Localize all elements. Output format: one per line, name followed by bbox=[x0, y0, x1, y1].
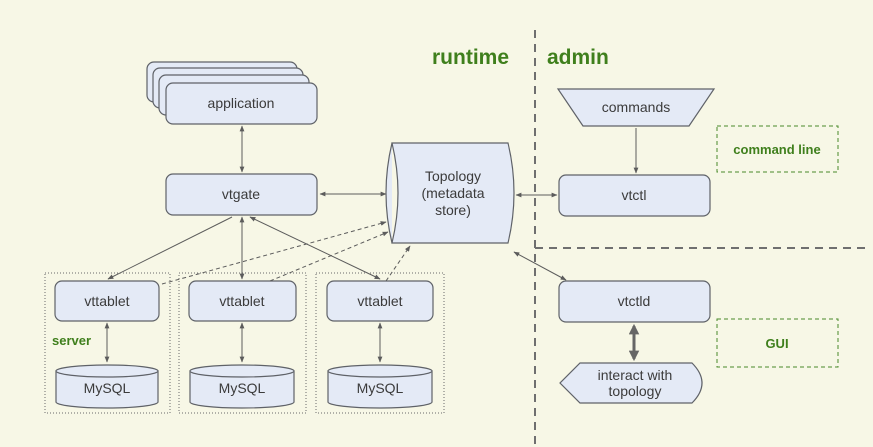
application-box bbox=[165, 82, 318, 125]
vttablet-box-1 bbox=[54, 280, 160, 322]
admin-title: admin bbox=[547, 46, 609, 69]
topology-label-line3: store) bbox=[435, 202, 471, 218]
mysql-db-1: MySQL bbox=[55, 364, 159, 409]
topology-label-line1: Topology bbox=[425, 168, 481, 184]
application-label: application bbox=[208, 95, 275, 111]
vttablet-label-3: vttablet bbox=[357, 293, 402, 309]
topology-store-cap bbox=[385, 142, 393, 244]
interact-label-line2: topology bbox=[609, 383, 662, 399]
interact-label-line1: interact with bbox=[598, 367, 673, 383]
vttablet-box-3 bbox=[326, 280, 434, 322]
vtgate-vttablet3-arrow bbox=[249, 216, 381, 280]
vttablet-box-2 bbox=[188, 280, 297, 322]
application-stack: application bbox=[146, 61, 318, 125]
runtime-title: runtime bbox=[432, 46, 509, 69]
gui-label: GUI bbox=[765, 336, 788, 351]
vttablet2-topology-dashed bbox=[269, 231, 389, 282]
server-group-1 bbox=[44, 272, 171, 414]
vtctld-box bbox=[558, 280, 711, 323]
vtgate-box bbox=[165, 173, 318, 216]
vttablet3-topology-dashed bbox=[385, 245, 411, 282]
interact-topology-shape bbox=[559, 362, 703, 404]
topology-store bbox=[391, 142, 515, 244]
vtgate-vttablet1-arrow bbox=[107, 216, 233, 280]
vtctl-box bbox=[558, 174, 711, 217]
mysql-label-3: MySQL bbox=[357, 380, 404, 396]
commands-label: commands bbox=[602, 99, 670, 115]
commands-shape bbox=[556, 88, 716, 127]
mysql-db-3: MySQL bbox=[327, 364, 433, 409]
mysql-label-2: MySQL bbox=[219, 380, 266, 396]
vtgate-label: vtgate bbox=[222, 186, 260, 202]
command-line-frame bbox=[716, 125, 839, 173]
vtctl-label: vtctl bbox=[622, 187, 647, 203]
topology-vtctld-arrow bbox=[513, 251, 567, 281]
mysql-label-1: MySQL bbox=[84, 380, 131, 396]
command-line-label: command line bbox=[733, 142, 820, 157]
mysql-db-2: MySQL bbox=[189, 364, 295, 409]
server-label: server bbox=[52, 333, 91, 348]
vttablet1-topology-dashed bbox=[161, 221, 387, 285]
vttablet-label-1: vttablet bbox=[84, 293, 129, 309]
topology-label-line2: (metadata bbox=[421, 185, 484, 201]
vtctld-label: vtctld bbox=[618, 293, 651, 309]
vttablet-label-2: vttablet bbox=[219, 293, 264, 309]
